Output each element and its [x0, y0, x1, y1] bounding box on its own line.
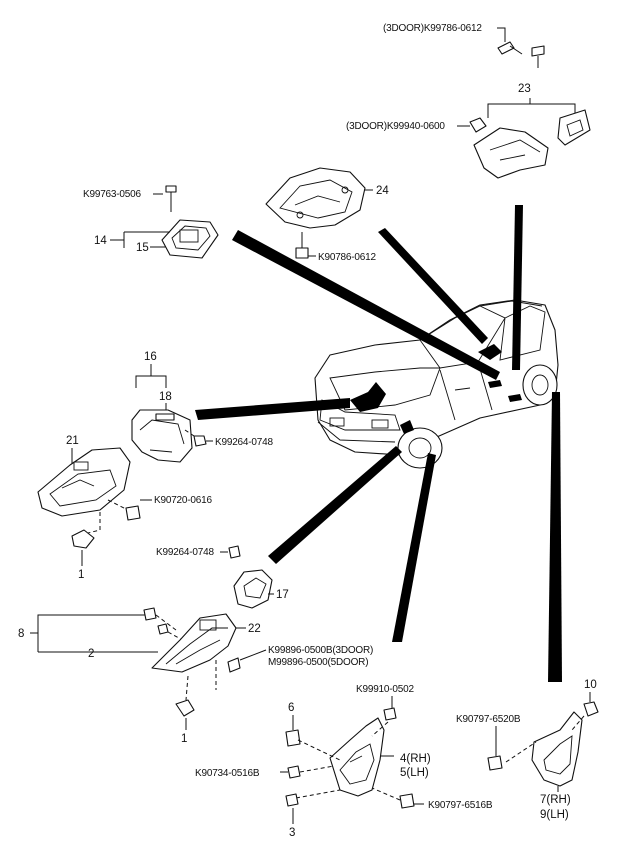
assembly-7-9: 10 K90797-6520B 7(RH) 9(LH): [456, 679, 599, 821]
label-m99896: M99896-0500(5DOOR): [268, 657, 368, 668]
assembly-24: 24 K90786-0612: [265, 167, 389, 263]
assembly-16-18: 16 18 K99264-0748: [131, 351, 274, 463]
label-10: 10: [584, 679, 597, 691]
label-k99910: K99910-0502: [356, 684, 414, 695]
label-23: 23: [518, 83, 531, 95]
label-9: 9(LH): [540, 809, 569, 821]
label-1b: 1: [181, 733, 187, 745]
label-24: 24: [376, 185, 389, 197]
assembly-4-5: K99910-0502 6 4(RH) 5(LH) K90734-0516B 3…: [195, 684, 493, 839]
label-k90720: K90720-0616: [154, 495, 212, 506]
label-21: 21: [66, 435, 79, 447]
label-k99264a: K99264-0748: [215, 437, 273, 448]
label-5: 5(LH): [400, 767, 429, 779]
label-1a: 1: [78, 569, 84, 581]
label-k90786: K90786-0612: [318, 252, 376, 263]
label-k99896a: K99896-0500B(3DOOR): [268, 645, 373, 656]
label-k90797a: K90797-6520B: [456, 714, 521, 725]
label-16: 16: [144, 351, 157, 363]
label-18: 18: [159, 391, 172, 403]
assembly-23: (3DOOR)K99786-0612 23 (3DOOR)K99940-0600: [346, 23, 591, 179]
vehicle-illustration: [314, 299, 559, 469]
label-3: 3: [289, 827, 295, 839]
label-17: 17: [276, 589, 289, 601]
label-k99786: (3DOOR)K99786-0612: [383, 23, 482, 34]
leader-bands: [195, 205, 562, 682]
label-k90734: K90734-0516B: [195, 768, 260, 779]
label-k99264b: K99264-0748: [156, 547, 214, 558]
label-k90797b: K90797-6516B: [428, 800, 493, 811]
label-k99763: K99763-0506: [83, 189, 141, 200]
label-15: 15: [136, 242, 149, 254]
label-k99940: (3DOOR)K99940-0600: [346, 121, 445, 132]
label-8: 8: [18, 628, 24, 640]
label-7: 7(RH): [540, 794, 571, 806]
label-6: 6: [288, 702, 294, 714]
assembly-21: 21 K90720-0616 1: [37, 435, 213, 581]
label-14: 14: [94, 235, 107, 247]
assembly-14-15: K99763-0506 14 15: [83, 185, 219, 259]
assembly-17-22: K99264-0748 17 8 2 22 K99896-0500B(3DOOR…: [18, 545, 373, 745]
label-22: 22: [248, 623, 261, 635]
label-4: 4(RH): [400, 753, 431, 765]
label-2: 2: [88, 648, 94, 660]
